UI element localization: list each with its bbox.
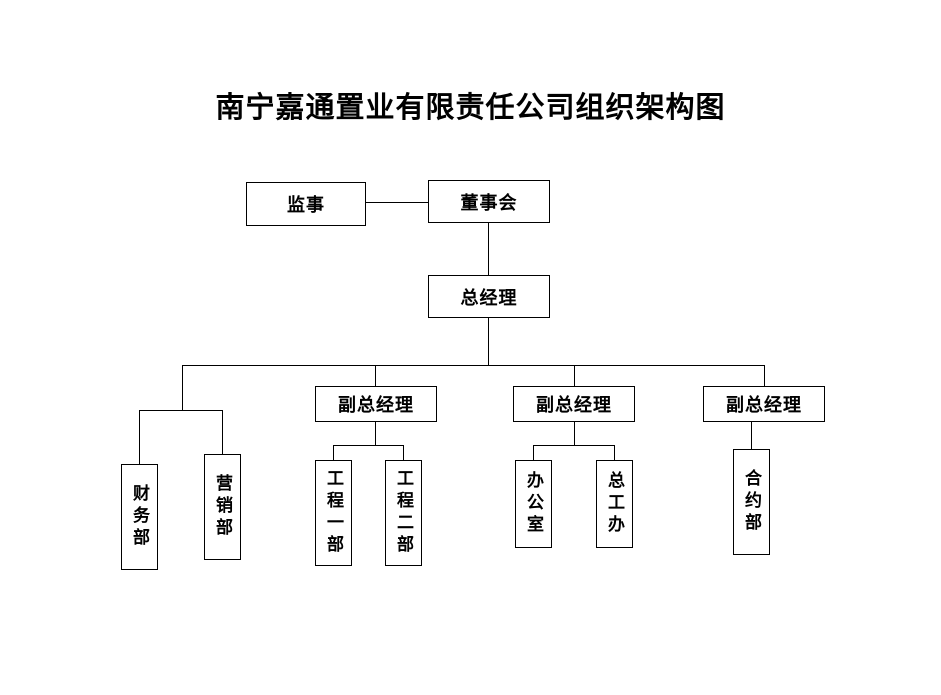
node-marketing-dept: 营销部: [204, 454, 241, 560]
connector-line: [366, 202, 428, 203]
connector-line: [533, 445, 534, 460]
node-chief-engineer-office-label: 总工办: [605, 471, 624, 537]
node-deputy-gm-2-label: 副总经理: [536, 395, 612, 415]
node-marketing-dept-label: 营销部: [213, 474, 232, 540]
connector-line: [614, 445, 615, 460]
connector-line: [375, 422, 376, 445]
node-supervisor: 监事: [246, 182, 366, 226]
node-deputy-gm-1-label: 副总经理: [338, 395, 414, 415]
node-engineering-dept-2-label: 工程二部: [394, 469, 413, 557]
node-deputy-gm-3: 副总经理: [703, 386, 825, 422]
connector-line: [751, 422, 752, 449]
node-board: 董事会: [428, 180, 550, 223]
connector-line: [182, 365, 765, 366]
connector-line: [333, 445, 404, 446]
node-engineering-dept-2: 工程二部: [385, 460, 422, 566]
node-general-manager-label: 总经理: [460, 287, 518, 308]
node-finance-dept-label: 财务部: [130, 484, 149, 550]
node-board-label: 董事会: [460, 192, 518, 213]
connector-line: [139, 410, 140, 464]
node-finance-dept: 财务部: [121, 464, 158, 570]
connector-line: [488, 223, 489, 275]
connector-line: [139, 410, 223, 411]
connector-line: [182, 365, 183, 410]
connector-line: [533, 445, 614, 446]
node-deputy-gm-3-label: 副总经理: [726, 395, 802, 415]
page-title: 南宁嘉通置业有限责任公司组织架构图: [215, 92, 726, 124]
node-engineering-dept-1-label: 工程一部: [324, 469, 343, 557]
connector-line: [375, 365, 376, 386]
node-deputy-gm-1: 副总经理: [315, 386, 437, 422]
connector-line: [488, 318, 489, 365]
connector-line: [574, 422, 575, 445]
connector-line: [403, 445, 404, 460]
node-engineering-dept-1: 工程一部: [315, 460, 352, 566]
node-supervisor-label: 监事: [287, 195, 325, 215]
connector-line: [764, 365, 765, 386]
node-chief-engineer-office: 总工办: [596, 460, 633, 548]
node-general-manager: 总经理: [428, 275, 550, 318]
node-office-label: 办公室: [524, 471, 543, 537]
connector-line: [574, 365, 575, 386]
connector-line: [333, 445, 334, 460]
node-office: 办公室: [515, 460, 552, 548]
node-contract-dept-label: 合约部: [742, 469, 761, 535]
node-contract-dept: 合约部: [733, 449, 770, 555]
node-deputy-gm-2: 副总经理: [513, 386, 635, 422]
connector-line: [222, 410, 223, 454]
